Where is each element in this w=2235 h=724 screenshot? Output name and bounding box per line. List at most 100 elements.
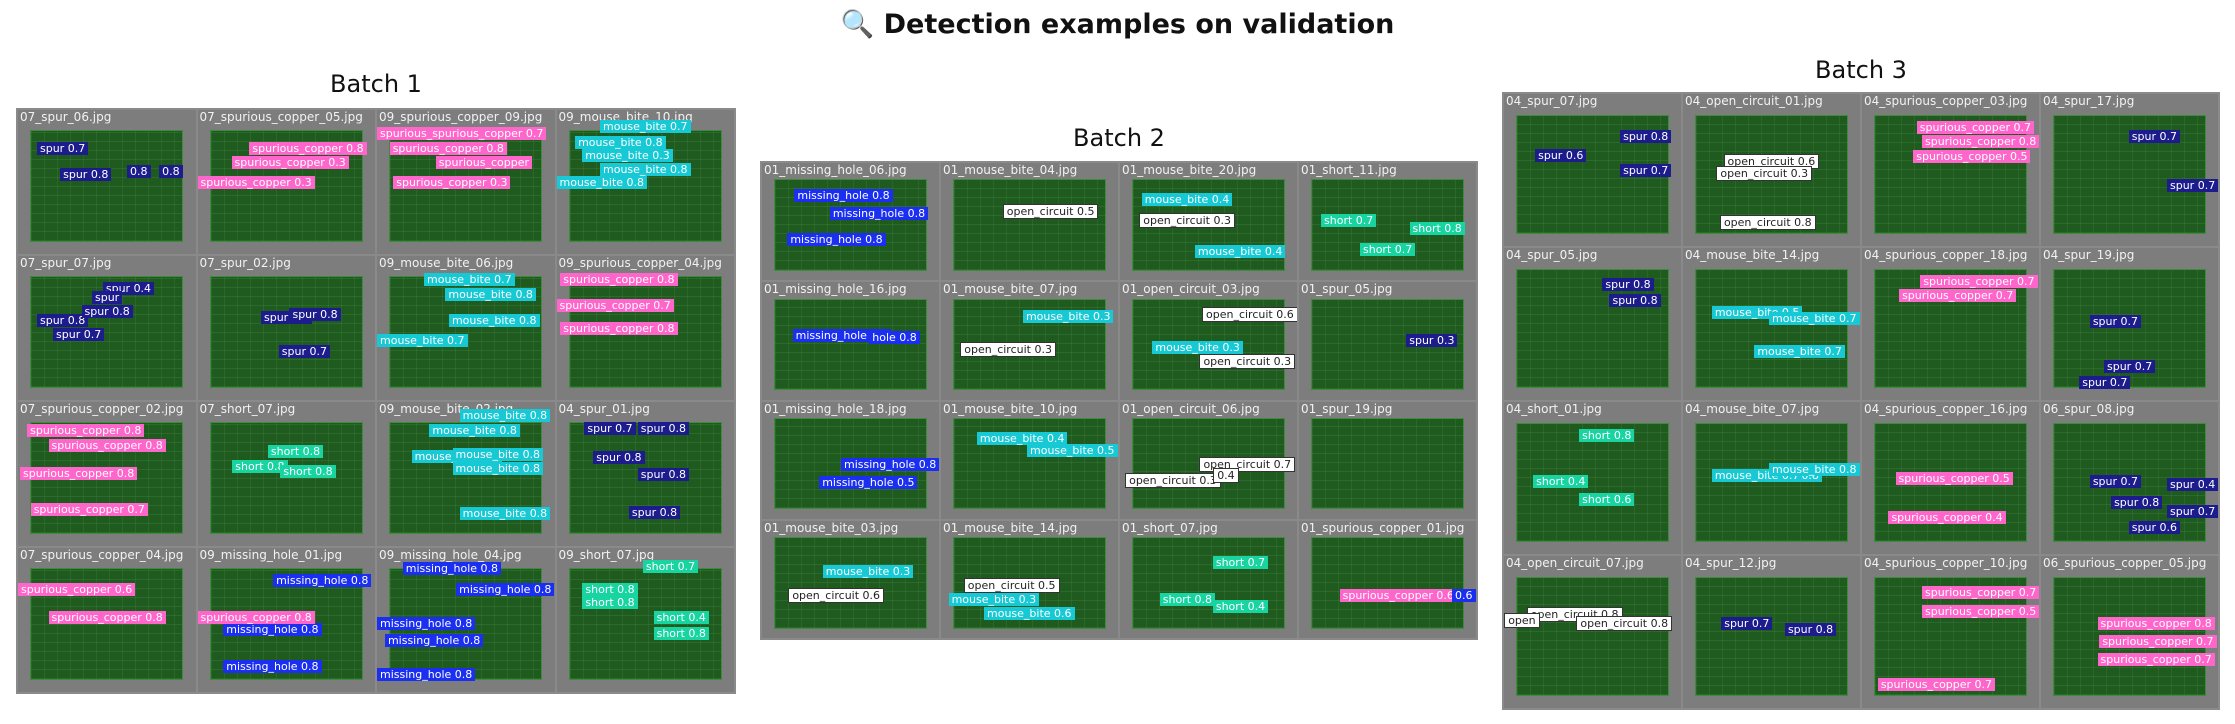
tile-filename: 01_open_circuit_03.jpg	[1122, 282, 1260, 297]
detection-label: short 0.4	[1533, 474, 1589, 488]
detection-label: short 0.8	[280, 465, 336, 479]
pcb-image	[1132, 537, 1285, 629]
detection-label: spur 0.4	[2167, 478, 2218, 491]
detection-label: spurious_copper 0.5	[1922, 604, 2039, 618]
detection-label: short 0.8	[1579, 429, 1635, 443]
tile-filename: 09_spurious_copper_04.jpg	[558, 256, 722, 270]
tile-filename: 04_open_circuit_07.jpg	[1506, 556, 1644, 570]
pcb-image	[1516, 577, 1669, 696]
detection-label: spurious_copper 0.8	[20, 466, 138, 480]
detection-label: spurious_copper 0.3	[231, 156, 349, 170]
tile-filename: 04_spur_19.jpg	[2043, 248, 2135, 262]
detection-label: spurious_copper 0.8	[2097, 616, 2215, 630]
tile-filename: 01_mouse_bite_10.jpg	[943, 401, 1078, 416]
detection-label: missing_hole 0.8	[377, 617, 476, 631]
detection-label: missing_hole 0.8	[223, 660, 322, 674]
detection-label: spurious_copper 0.8	[48, 439, 166, 453]
detection-label: mouse_bite 0.4	[1194, 244, 1286, 258]
detection-label: spur 0.7	[584, 422, 636, 436]
tile-filename: 07_spur_07.jpg	[20, 256, 112, 270]
detection-label: mouse_bite 0.6	[984, 607, 1075, 621]
detection-label: spurious_copper 0.7	[1899, 289, 2017, 303]
detection-label: mouse_bite 0.7	[600, 120, 691, 134]
detection-label: spur 0.6	[1535, 148, 1587, 162]
tile-filename: 01_mouse_bite_03.jpg	[764, 520, 899, 535]
tile-filename: 04_mouse_bite_14.jpg	[1685, 248, 1820, 262]
detection-label: spur 0.3	[1406, 333, 1458, 347]
detection-label: open_circuit 0.6	[788, 587, 885, 603]
tile-filename: 07_spur_02.jpg	[199, 256, 291, 270]
tile-filename: 01_short_11.jpg	[1301, 163, 1397, 177]
detection-label: short 0.7	[1212, 555, 1269, 569]
detection-label: open_circuit 0.3	[1199, 353, 1296, 369]
batch-title: Batch 3	[1815, 56, 1907, 84]
image-tile: 01_spur_19.jpg	[1299, 401, 1476, 519]
pcb-image	[953, 179, 1106, 271]
detection-label: spur 0.8	[637, 422, 689, 436]
detection-label: spurious_copper 0.5	[1913, 150, 2031, 164]
detection-label: mouse_bite 0.8	[459, 507, 551, 521]
detection-label: mouse_bite 0.7	[377, 333, 468, 347]
tile-filename: 04_spurious_copper_16.jpg	[1864, 402, 2028, 416]
tile-filename: 07_spurious_copper_04.jpg	[20, 548, 184, 562]
batch-title: Batch 1	[330, 70, 422, 98]
detection-label: mouse_bite 0.7	[1769, 311, 1860, 325]
detection-label: mouse_bite 0.3	[582, 148, 673, 162]
detection-label: mouse_bite 0.8	[445, 287, 536, 301]
tile-filename: 07_spurious_copper_05.jpg	[199, 110, 363, 124]
detection-label: 0.4	[1213, 468, 1239, 484]
detection-label: missing_hole 0.8	[456, 582, 555, 596]
image-tile: 09_spurious_copper_04.jpg spurious_copper…	[556, 256, 734, 400]
detection-label: mouse_bite 0.8	[452, 462, 544, 476]
detection-label: spurious_copper 0.8	[560, 322, 678, 336]
detection-label: mouse_bite 0.8	[1769, 462, 1860, 476]
detection-label: spur 0.7	[2079, 375, 2131, 389]
tile-filename: 01_missing_hole_18.jpg	[764, 401, 907, 416]
detection-label: spurious_copper 0.4	[1888, 511, 2006, 525]
detection-label: open_circuit 0.3	[1716, 165, 1813, 181]
detection-label: spurious_copper 0.7	[2097, 653, 2215, 667]
detection-label: missing_hole 0.8	[402, 562, 502, 576]
tile-filename: 01_mouse_bite_14.jpg	[943, 520, 1078, 535]
detection-label: short 0.8	[582, 582, 638, 596]
detection-label: missing_hole 0.5	[819, 476, 918, 490]
detection-label: short 0.4	[1212, 600, 1269, 614]
detection-label: spur 0.6	[2128, 520, 2180, 534]
detection-label: spur 0.7	[37, 141, 89, 155]
detection-label: missing_hole 0.8	[223, 622, 322, 636]
tile-filename: 01_mouse_bite_20.jpg	[1122, 163, 1257, 177]
detection-label: spur 0.8	[60, 167, 112, 181]
detection-label: spur 0.8	[637, 468, 689, 482]
detection-label: mouse_bite 0.3	[948, 593, 1040, 607]
detection-label: spurious_copper 0.8	[48, 611, 166, 625]
detection-label: short 0.8	[267, 445, 324, 459]
detection-label: mouse_bite 0.8	[600, 163, 691, 177]
detection-label: spurious_copper 0.7	[1922, 586, 2039, 600]
tile-filename: 01_spurious_copper_01.jpg	[1301, 520, 1465, 535]
pcb-image	[1695, 269, 1848, 388]
detection-label: spurious_copper 0.7	[1916, 121, 2034, 135]
detection-label: spur 0.8	[37, 313, 89, 327]
pcb-image	[1311, 417, 1464, 510]
detection-label: open_circuit 0.5	[963, 578, 1060, 594]
tile-filename: 04_spur_07.jpg	[1506, 94, 1598, 108]
tile-filename: 01_spur_05.jpg	[1301, 282, 1393, 297]
detection-label: mouse_bite 0.7	[424, 273, 515, 287]
detection-label: spurious_copper 0.5	[1895, 471, 2013, 485]
pcb-image	[1695, 577, 1848, 696]
detection-label: spur 0.8	[289, 307, 341, 321]
